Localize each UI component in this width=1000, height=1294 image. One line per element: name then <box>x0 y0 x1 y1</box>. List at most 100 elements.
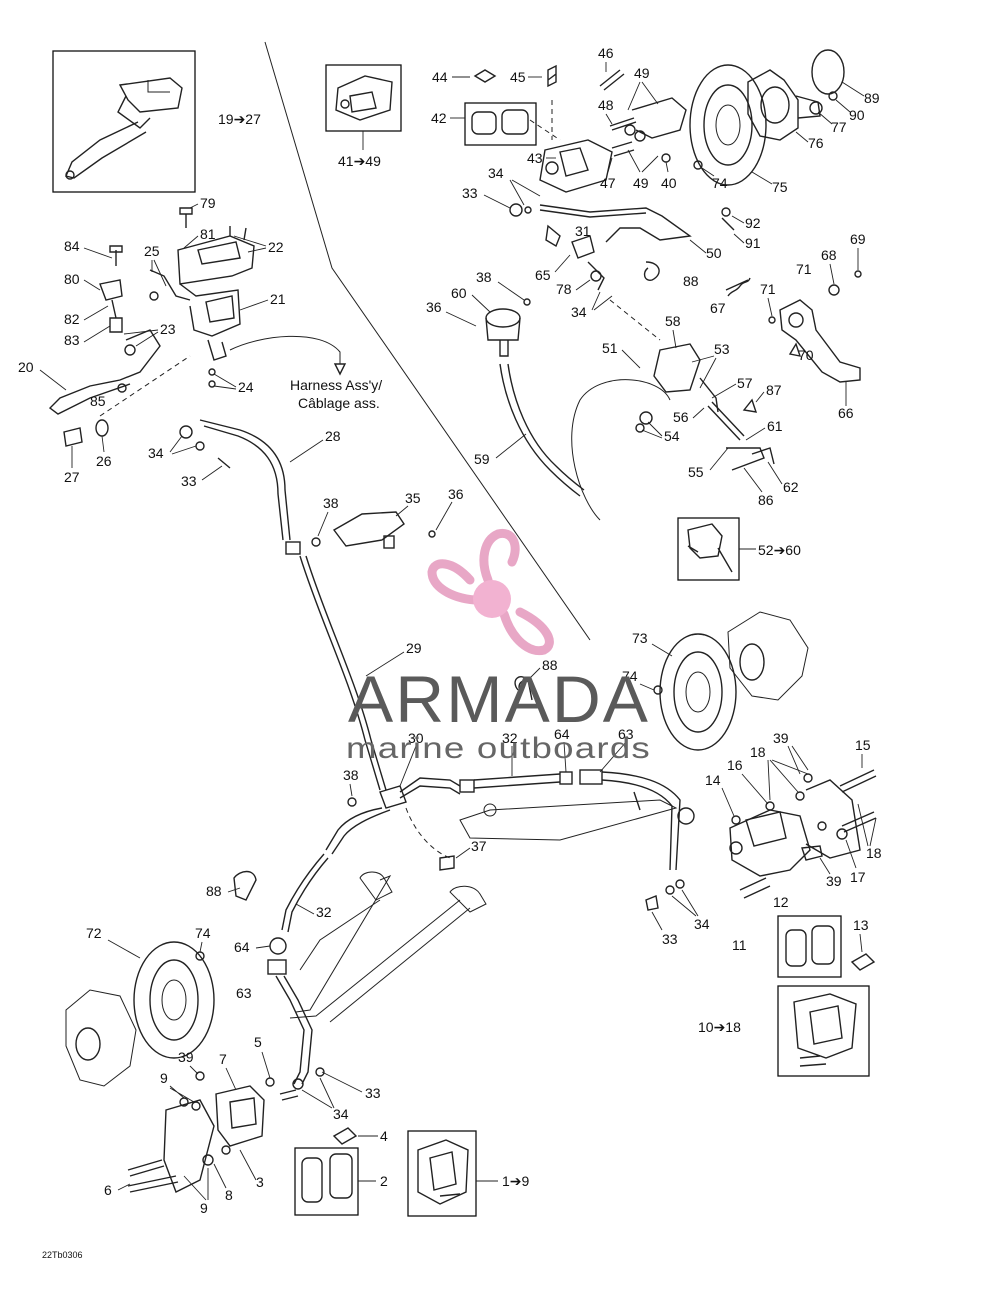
front-brake-hose-29 <box>299 555 387 791</box>
callout-33-top: 33 <box>462 185 478 201</box>
callout-9-top: 9 <box>160 1070 168 1086</box>
inset-box-rear-master-52-60 <box>677 517 740 581</box>
callout-91: 91 <box>745 235 761 251</box>
callout-38-low: 38 <box>343 767 359 783</box>
callout-47: 47 <box>600 175 616 191</box>
callout-38-mid: 38 <box>323 495 339 511</box>
brake-pads-thumbnail-2 <box>301 1153 353 1203</box>
rear-brake-line-32 <box>473 769 603 789</box>
callout-11: 11 <box>732 937 747 953</box>
reservoir-hose <box>499 363 585 497</box>
callout-5: 5 <box>254 1034 262 1050</box>
callout-7: 7 <box>219 1051 227 1067</box>
callout-88-mid: 88 <box>542 657 558 673</box>
callout-81: 81 <box>200 226 216 242</box>
rear-hub-flange <box>747 69 821 141</box>
callout-82: 82 <box>64 311 80 327</box>
callout-65: 65 <box>535 267 551 283</box>
callout-33-low: 33 <box>365 1085 381 1101</box>
callout-60: 60 <box>451 285 467 301</box>
inset-box-brake-pads-11 <box>777 915 842 978</box>
callout-90: 90 <box>849 107 865 123</box>
callout-20: 20 <box>18 359 34 375</box>
callout-75: 75 <box>772 179 788 195</box>
callout-76: 76 <box>808 135 824 151</box>
callout-64-mid: 64 <box>554 726 570 742</box>
callout-64-low: 64 <box>234 939 250 955</box>
front-right-hose <box>601 771 695 871</box>
callout-21: 21 <box>270 291 286 307</box>
watermark-brand: ARMADA <box>348 662 650 736</box>
callout-68: 68 <box>821 247 837 263</box>
callout-86: 86 <box>758 492 774 508</box>
callout-23: 23 <box>160 321 176 337</box>
callout-37: 37 <box>471 838 487 854</box>
callout-12: 12 <box>773 894 789 910</box>
propeller-logo <box>427 528 554 656</box>
callout-44: 44 <box>432 69 448 85</box>
inset-box-brake-pads-2 <box>294 1147 359 1216</box>
brake-splitter-30 <box>325 777 475 855</box>
callout-36-mid: 36 <box>448 486 464 502</box>
callout-29: 29 <box>406 640 422 656</box>
rear-master-banjo <box>545 224 660 291</box>
callout-9-bottom: 9 <box>200 1200 208 1216</box>
callout-79: 79 <box>200 195 216 211</box>
callout-32-mid: 32 <box>502 730 518 746</box>
bolt-92-91 <box>721 207 735 231</box>
callout-6: 6 <box>104 1182 112 1198</box>
callout-66: 66 <box>838 405 854 421</box>
bolt-37 <box>439 855 455 871</box>
callout-42: 42 <box>431 110 447 126</box>
callout-1-9: 1➔9 <box>502 1173 530 1189</box>
callout-55: 55 <box>688 464 704 480</box>
inset-box-caliper-10-18 <box>777 985 870 1077</box>
callout-26: 26 <box>96 453 112 469</box>
callout-14: 14 <box>705 772 721 788</box>
front-left-hose <box>233 853 329 1090</box>
callout-18-right: 18 <box>866 845 882 861</box>
brake-pads-thumbnail-42 <box>471 109 529 135</box>
callout-80: 80 <box>64 271 80 287</box>
front-right-hub <box>727 611 809 701</box>
callout-46: 46 <box>598 45 614 61</box>
brake-pedal <box>725 270 862 383</box>
caliper-thumbnail-1 <box>417 1139 469 1205</box>
front-right-caliper <box>729 769 877 899</box>
callout-84: 84 <box>64 238 80 254</box>
callout-63-low: 63 <box>236 985 252 1001</box>
callout-35: 35 <box>405 490 421 506</box>
front-left-hub <box>65 989 137 1087</box>
callout-50: 50 <box>706 245 722 261</box>
callout-45: 45 <box>510 69 526 85</box>
clip-13 <box>850 953 876 971</box>
front-brake-lever <box>48 245 191 415</box>
propeller-blade-left <box>427 559 480 605</box>
callout-72: 72 <box>86 925 102 941</box>
callout-19-27: 19➔27 <box>218 111 261 127</box>
callout-34-right: 34 <box>694 916 710 932</box>
callout-63-mid: 63 <box>618 726 634 742</box>
callout-49-bottom: 49 <box>633 175 649 191</box>
master-cylinder-lever-thumbnail <box>65 77 183 180</box>
callout-25: 25 <box>144 243 160 259</box>
callout-59: 59 <box>474 451 490 467</box>
harness-note-line1: Harness Ass'y/ <box>290 377 382 393</box>
inset-box-caliper-1-9 <box>407 1130 477 1217</box>
callout-54: 54 <box>664 428 680 444</box>
callout-39-right-low: 39 <box>826 873 842 889</box>
callout-41-49: 41➔49 <box>338 153 381 169</box>
callout-10-18: 10➔18 <box>698 1019 741 1035</box>
front-left-caliper <box>127 1071 299 1193</box>
clip-4 <box>332 1127 358 1145</box>
brake-fluid-reservoir <box>485 308 521 357</box>
callout-43: 43 <box>527 150 543 166</box>
callout-34-top: 34 <box>488 165 504 181</box>
inset-box-brake-pads-42 <box>464 102 537 146</box>
callout-78: 78 <box>556 281 572 297</box>
brake-pads-thumbnail-11 <box>785 925 835 967</box>
callout-16: 16 <box>727 757 743 773</box>
propeller-hub <box>473 580 511 618</box>
front-left-disc <box>133 941 215 1059</box>
callout-71-right: 71 <box>760 281 776 297</box>
